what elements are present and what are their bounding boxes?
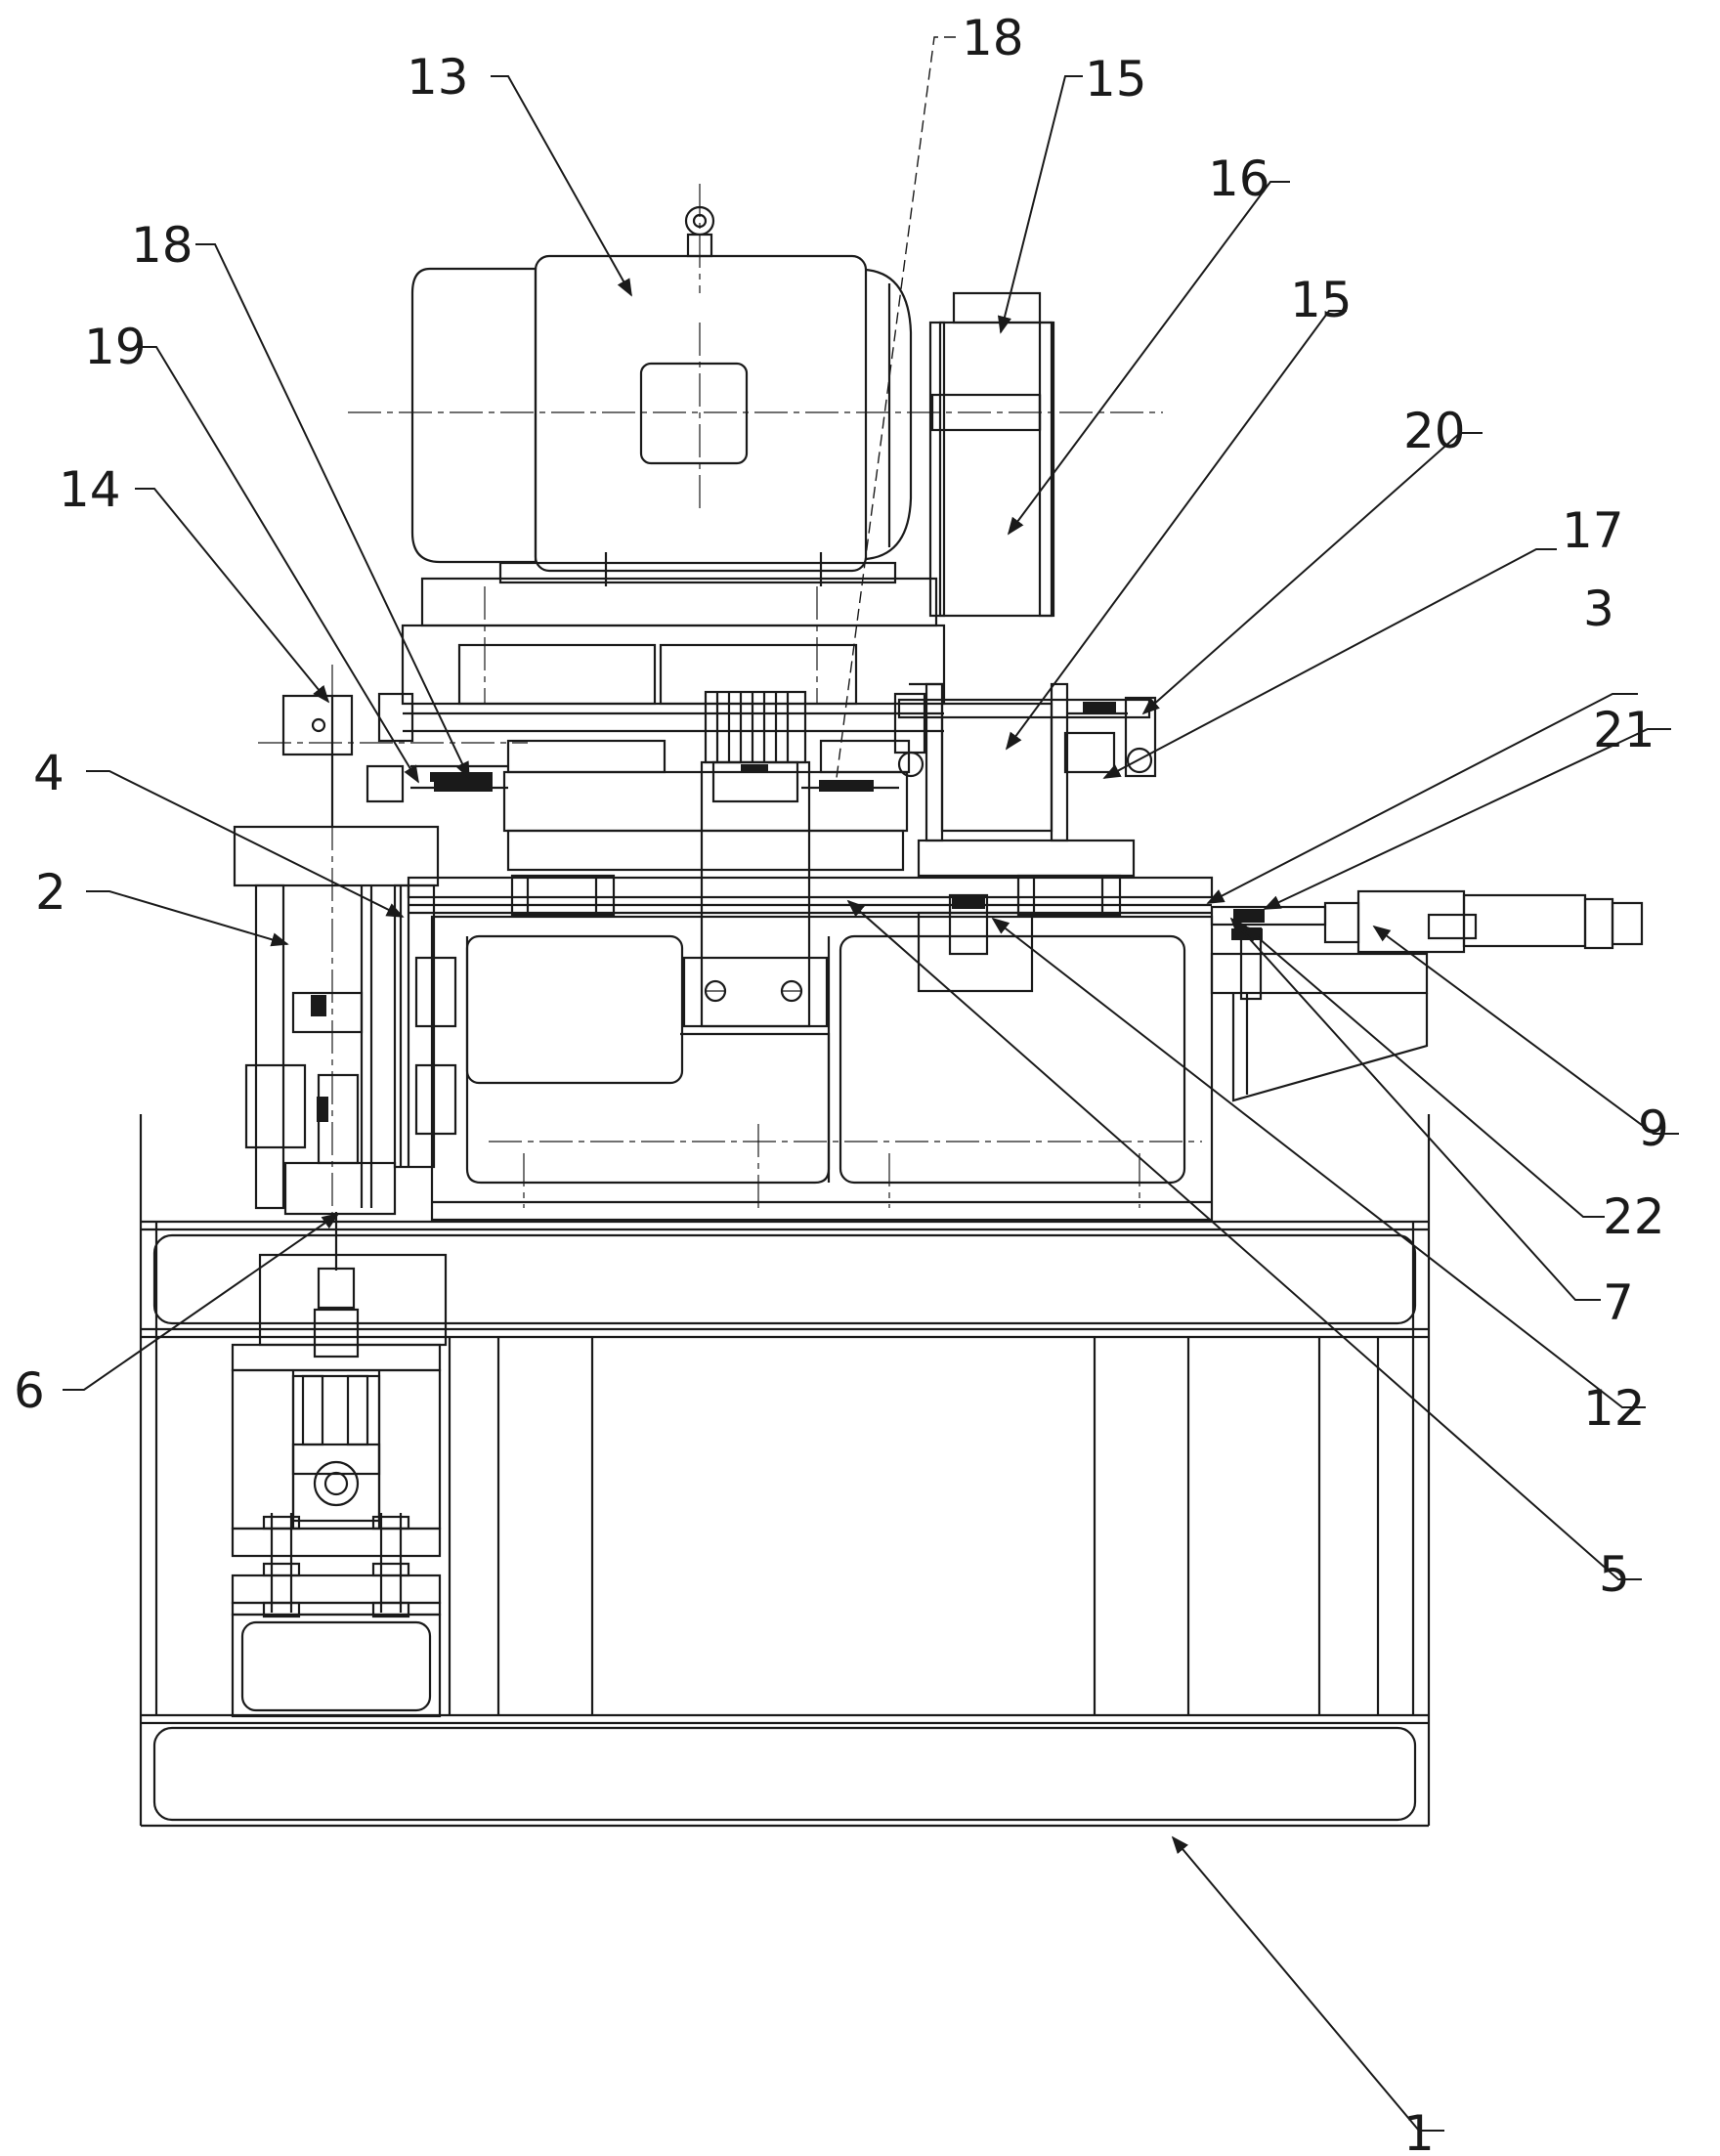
base-frame [139,1114,1431,1828]
callout-18-top: 18 [962,10,1024,66]
callout-labels: 1 2 3 4 5 6 7 9 12 13 14 15 15 16 17 18 … [14,10,1669,2156]
callout-16: 16 [1208,151,1270,207]
callout-19: 19 [84,319,147,375]
callout-15-top: 15 [1085,51,1147,108]
callout-3: 3 [1583,581,1614,637]
callout-22: 22 [1603,1188,1665,1245]
callout-6: 6 [14,1362,45,1419]
callout-17: 17 [1562,502,1624,559]
callout-21: 21 [1593,702,1656,758]
right-actuator [1210,889,1644,1102]
callout-15-mid: 15 [1290,272,1353,328]
lower-vertical-drive [231,1212,448,1718]
callout-12: 12 [1583,1380,1646,1437]
center-bearing-housing [682,690,829,1028]
bearing-seats [410,780,899,792]
callout-14: 14 [59,461,121,518]
belt-drive [893,291,1157,842]
motor-base [401,561,946,872]
callout-18-left: 18 [131,217,194,274]
callout-leaders [63,36,1679,2132]
slide-rail [407,839,1214,993]
callout-4: 4 [33,745,64,801]
callout-20: 20 [1403,403,1466,459]
main-frame [430,915,1214,1222]
callout-7: 7 [1603,1274,1634,1331]
callout-1: 1 [1403,2105,1435,2156]
motor [348,184,1163,586]
left-drive-assembly [233,665,528,1222]
callout-2: 2 [35,864,66,921]
callout-5: 5 [1599,1546,1630,1603]
callout-9: 9 [1638,1100,1669,1157]
callout-13: 13 [407,49,469,106]
